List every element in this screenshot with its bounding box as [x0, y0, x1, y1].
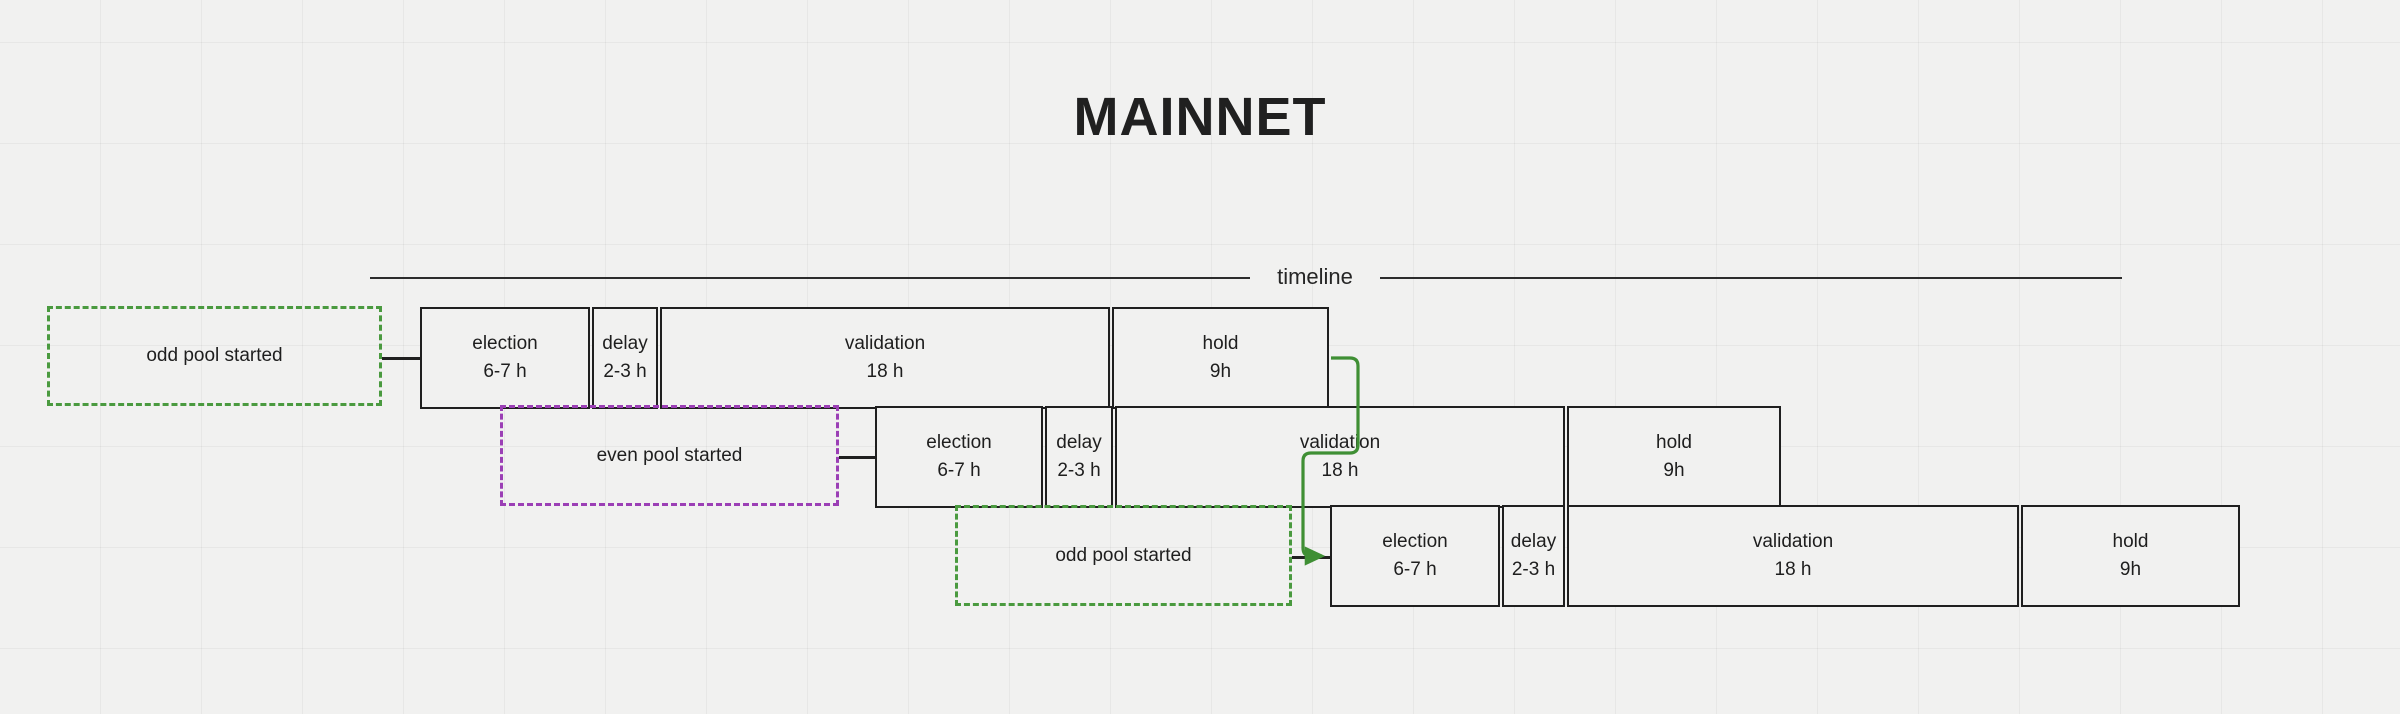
phase-name: election	[926, 431, 992, 453]
phase-name: delay	[1510, 530, 1557, 552]
phase-hold[interactable]: hold 9h	[2021, 505, 2240, 607]
phase-duration: 6-7 h	[1393, 559, 1437, 580]
timeline-axis-label: timeline	[1277, 264, 1353, 289]
phase-validation[interactable]: validation 18 h	[660, 307, 1110, 409]
page-title: MAINNET	[1073, 87, 1327, 147]
phase-name: delay	[602, 332, 648, 354]
phase-row-2: election 6-7 h delay 2-3 h validation 18…	[875, 406, 1781, 508]
annotation-label: odd pool started	[1055, 544, 1192, 566]
phase-delay[interactable]: delay 2-3 h	[592, 307, 658, 409]
annotation-even-pool-started[interactable]: even pool started	[500, 405, 839, 506]
phase-duration: 18 h	[866, 361, 904, 382]
annotation-odd-pool-started-2[interactable]: odd pool started	[955, 505, 1292, 606]
connector-annot3-to-row3	[1292, 556, 1332, 559]
phase-duration: 18 h	[1774, 559, 1812, 580]
timeline-axis-right	[1380, 277, 2122, 279]
phase-validation[interactable]: validation 18 h	[1115, 406, 1565, 508]
annotation-odd-pool-started-1[interactable]: odd pool started	[47, 306, 382, 406]
phase-name: validation	[1752, 530, 1834, 552]
phase-duration: 6-7 h	[483, 361, 527, 382]
phase-duration: 6-7 h	[937, 460, 981, 481]
phase-validation[interactable]: validation 18 h	[1567, 505, 2019, 607]
phase-name: validation	[844, 332, 926, 354]
annotation-label: even pool started	[596, 444, 743, 466]
phase-name: election	[472, 332, 538, 354]
phase-row-1: election 6-7 h delay 2-3 h validation 18…	[420, 307, 1329, 409]
annotation-label: odd pool started	[146, 345, 283, 366]
timeline-axis-left	[370, 277, 1250, 279]
phase-name: validation	[1299, 431, 1381, 453]
phase-duration: 2-3 h	[1511, 559, 1556, 580]
phase-duration: 18 h	[1321, 460, 1359, 481]
connector-annot1-to-row1	[382, 357, 422, 360]
phase-delay[interactable]: delay 2-3 h	[1045, 406, 1113, 508]
phase-row-3: election 6-7 h delay 2-3 h validation 18…	[1330, 505, 2240, 607]
phase-duration: 2-3 h	[603, 361, 647, 382]
phase-duration: 9h	[1663, 460, 1685, 481]
connector-annot2-to-row2	[839, 456, 877, 459]
phase-election[interactable]: election 6-7 h	[420, 307, 590, 409]
phase-election[interactable]: election 6-7 h	[875, 406, 1043, 508]
phase-name: hold	[2112, 530, 2149, 552]
phase-name: hold	[1656, 431, 1692, 453]
phase-duration: 9h	[2119, 559, 2142, 580]
phase-hold[interactable]: hold 9h	[1567, 406, 1781, 508]
phase-name: hold	[1202, 332, 1239, 354]
phase-election[interactable]: election 6-7 h	[1330, 505, 1500, 607]
phase-hold[interactable]: hold 9h	[1112, 307, 1329, 409]
phase-duration: 9h	[1209, 361, 1232, 382]
phase-name: delay	[1056, 431, 1102, 453]
phase-delay[interactable]: delay 2-3 h	[1502, 505, 1565, 607]
phase-duration: 2-3 h	[1057, 460, 1101, 481]
phase-name: election	[1382, 530, 1448, 552]
